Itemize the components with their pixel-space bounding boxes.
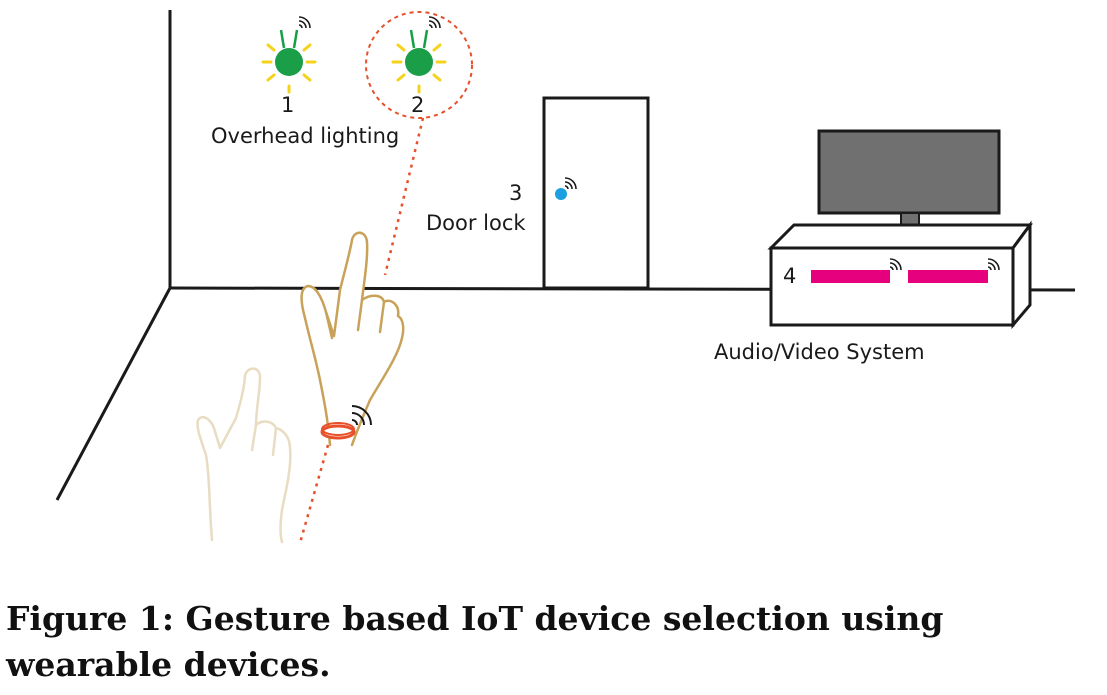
speaker-bar-left[interactable] <box>811 270 890 283</box>
wifi-signal-icon <box>889 258 902 271</box>
door-lock-icon[interactable] <box>555 188 567 200</box>
door-lock-label: Door lock <box>426 211 526 235</box>
wifi-signal-icon <box>351 405 372 426</box>
wifi-signal-icon <box>564 177 577 190</box>
av-system-label: Audio/Video System <box>714 340 925 364</box>
wifi-signal-icon <box>428 16 441 29</box>
arm-trajectory <box>298 444 330 544</box>
wifi-signal-icon <box>298 16 311 29</box>
hand-pointing-icon <box>300 231 405 447</box>
light-bulb-icon[interactable] <box>391 29 447 94</box>
av-number: 4 <box>783 264 796 288</box>
pointing-ray <box>383 117 425 276</box>
overhead-lighting-label: Overhead lighting <box>211 124 399 148</box>
iot-room-diagram: 1 2 Overhead lighting 3 Door lock <box>55 10 1076 544</box>
av-cabinet <box>767 220 1033 330</box>
selection-highlight-circle <box>365 11 473 119</box>
wristband-icon <box>320 422 356 440</box>
speaker-bar-right[interactable] <box>908 270 988 283</box>
figure-caption: Figure 1: Gesture based IoT device selec… <box>6 599 944 684</box>
hand-pointing-ghost-icon <box>196 367 292 544</box>
light-bulb-icon <box>261 29 317 94</box>
light-2-number: 2 <box>411 93 424 117</box>
light-1-number: 1 <box>281 93 294 117</box>
wifi-signal-icon <box>987 258 1000 271</box>
door-number: 3 <box>509 181 522 205</box>
